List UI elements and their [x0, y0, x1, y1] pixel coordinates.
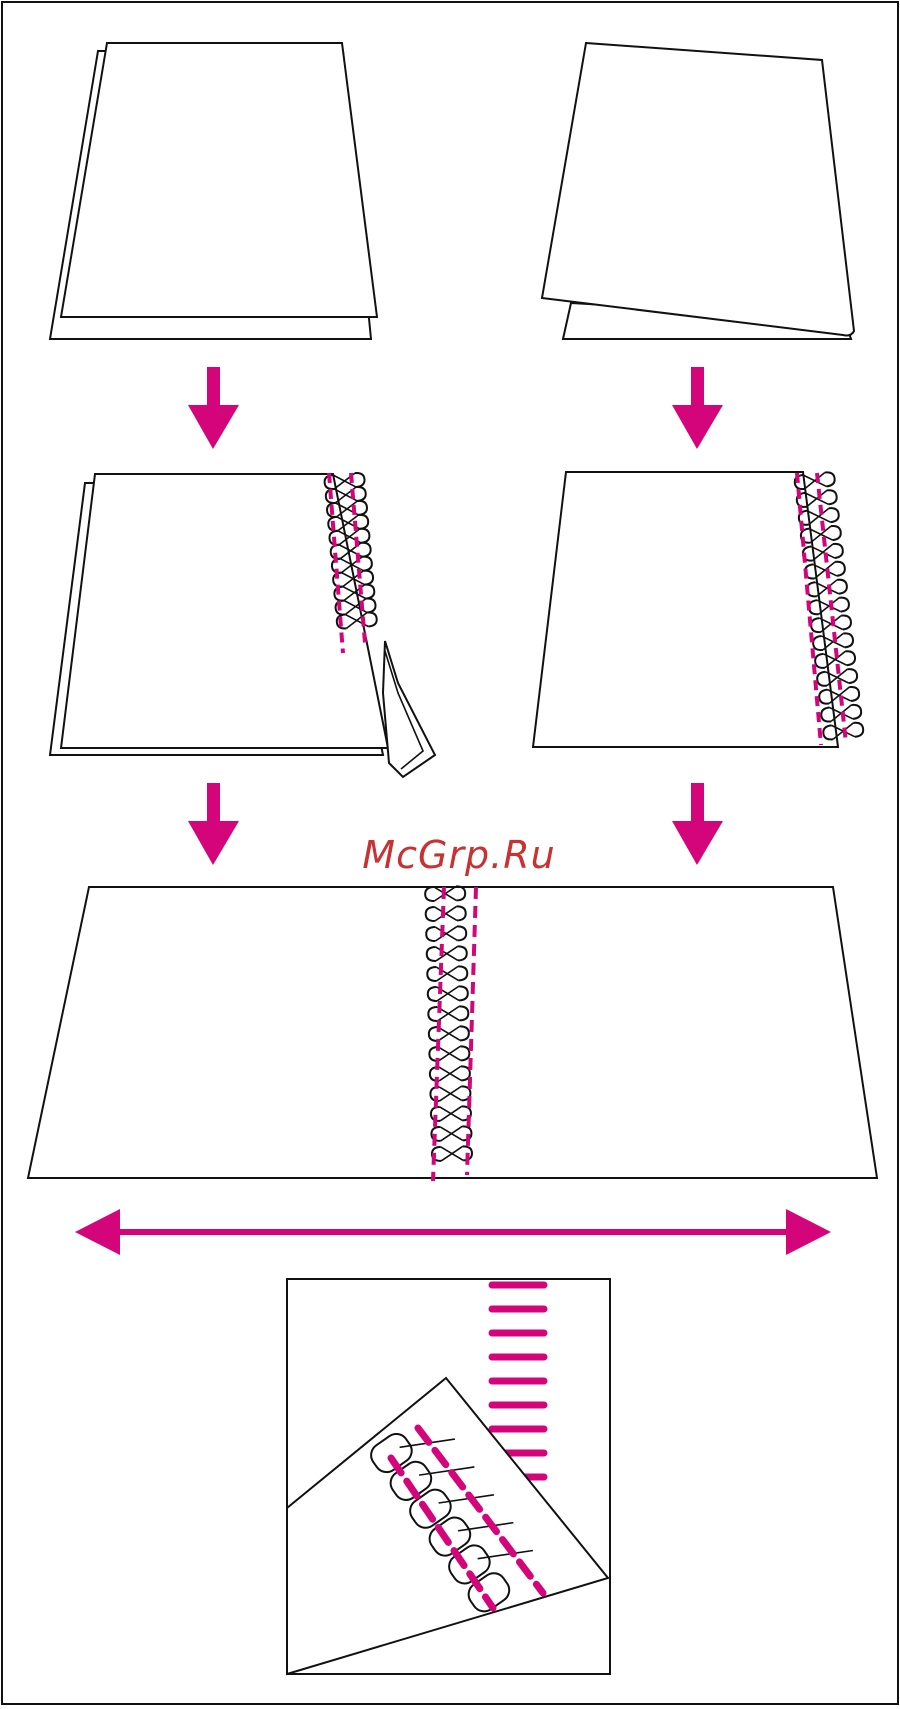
double-arrow-icon [75, 1209, 831, 1255]
fabric-left-folded [50, 43, 377, 339]
pieces-joined-flatlock [28, 886, 877, 1181]
arrow-down-icon [672, 367, 723, 449]
watermark-text: McGrp.Ru [349, 833, 569, 877]
seam-detail-inset [287, 1279, 610, 1674]
arrow-down-icon [672, 783, 723, 865]
fabric-right-folded [542, 43, 854, 339]
right-piece-overlocked [533, 471, 864, 747]
arrow-down-icon [188, 367, 239, 449]
arrow-down-icon [188, 783, 239, 865]
left-piece-overlocked [50, 472, 435, 777]
